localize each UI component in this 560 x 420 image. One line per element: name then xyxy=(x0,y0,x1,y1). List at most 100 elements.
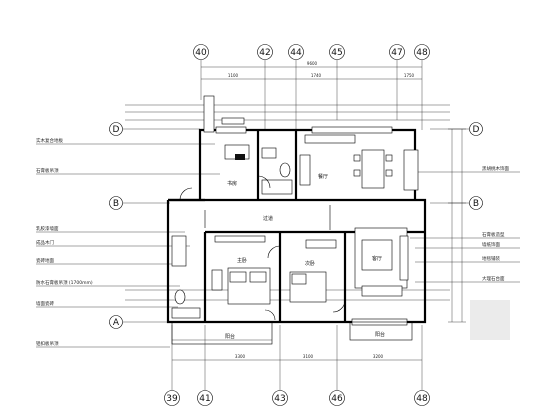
dimension-top-mid: 1740 xyxy=(311,73,322,78)
axis-label: 41 xyxy=(199,394,210,404)
kitchen-counter xyxy=(304,134,356,144)
corridor: 过道 xyxy=(204,205,331,230)
pillow xyxy=(291,273,307,285)
note-left-2: 石膏板吊顶 xyxy=(36,167,59,174)
axis-label: 48 xyxy=(416,394,428,404)
left-axis-bubbles: D B A xyxy=(109,122,123,329)
room-label-dining: 餐厅 xyxy=(318,173,328,180)
axis-bubble-top-48: 48 xyxy=(414,44,430,60)
master-bedroom: 主卧 xyxy=(211,235,271,305)
top-axis-lines xyxy=(200,60,423,130)
note-right-3: 墙纸饰面 xyxy=(482,241,500,248)
toilet xyxy=(279,162,291,178)
bathroom-top xyxy=(261,147,293,195)
left-notes: 实木复合地板 石膏板吊顶 乳胶漆墙面 成品木门 瓷砖地面 防水石膏板吊顶 (17… xyxy=(36,137,220,348)
dining-room: 餐厅 xyxy=(299,134,393,189)
nightstand xyxy=(211,269,223,291)
door-swings xyxy=(179,175,346,321)
washbasin xyxy=(171,307,201,319)
pillow xyxy=(229,271,247,283)
dimension-top-right: 1750 xyxy=(404,73,415,78)
axis-label: 44 xyxy=(290,48,302,58)
axis-bubble-bottom-48: 48 xyxy=(414,390,430,406)
watermark xyxy=(470,300,510,340)
axis-bubble-left-A: A xyxy=(109,315,123,329)
room-label-balcony-left: 阳台 xyxy=(225,333,235,340)
axis-bubble-top-45: 45 xyxy=(329,44,345,60)
dining-chair xyxy=(353,169,361,177)
toilet xyxy=(174,289,186,305)
pillow xyxy=(249,271,267,283)
axis-bubble-bottom-39: 39 xyxy=(164,390,180,406)
bottom-dimension-chain: 3300 3100 3200 xyxy=(172,354,422,361)
dimension-total: 9600 xyxy=(307,61,318,66)
axis-bubble-left-B: B xyxy=(109,196,123,210)
note-left-8: 铝扣板吊顶 xyxy=(36,340,59,347)
dining-table xyxy=(361,149,385,189)
axis-bubble-top-40: 40 xyxy=(193,44,209,60)
note-left-7: 墙面瓷砖 xyxy=(36,300,54,307)
axis-label: 40 xyxy=(195,48,207,58)
axis-bubble-bottom-41: 41 xyxy=(197,390,213,406)
note-right-4: 地毯铺装 xyxy=(482,255,500,262)
axis-bubble-top-47: 47 xyxy=(389,44,405,60)
top-axis-bubbles: 40 42 44 45 47 48 xyxy=(193,44,430,60)
axis-bubble-right-B: B xyxy=(469,196,483,210)
axis-bubble-bottom-43: 43 xyxy=(272,390,288,406)
dining-chair xyxy=(353,154,361,162)
axis-label: D xyxy=(473,125,480,135)
right-notes: 黑胡桃木饰面 石膏板造型 墙纸饰面 地毯铺装 大理石台面 xyxy=(405,165,520,283)
axis-label: 48 xyxy=(416,48,428,58)
dimension-bottom-1: 3300 xyxy=(235,354,246,359)
room-label-balcony-right: 阳台 xyxy=(375,331,385,338)
note-left-3: 乳胶漆墙面 xyxy=(36,225,59,232)
axis-label: 46 xyxy=(331,394,343,404)
dimension-bottom-2: 3100 xyxy=(303,354,314,359)
dining-chair xyxy=(385,154,393,162)
desk-chair xyxy=(235,154,245,160)
sofa-side xyxy=(399,235,409,281)
wardrobe xyxy=(305,239,337,249)
note-right-1: 黑胡桃木饰面 xyxy=(482,165,509,172)
room-label-corridor: 过道 xyxy=(263,215,273,222)
axis-bubble-bottom-46: 46 xyxy=(329,390,345,406)
axis-label: B xyxy=(113,199,119,209)
living-room: 客厅 xyxy=(354,227,409,297)
coffee-table xyxy=(361,239,393,271)
wall-cabinet xyxy=(221,117,245,125)
second-bedroom: 次卧 xyxy=(289,239,337,303)
top-dimension-chain: 9600 1100 1740 1750 xyxy=(201,61,422,80)
balcony-right: 阳台 xyxy=(349,321,413,341)
right-dimension-chain xyxy=(448,128,466,323)
dimension-top-left: 1100 xyxy=(228,73,239,78)
axis-label: D xyxy=(113,125,120,135)
axis-label: B xyxy=(473,199,479,209)
axis-label: 42 xyxy=(259,48,270,58)
right-axis-bubbles: D B xyxy=(469,122,483,210)
axis-label: 43 xyxy=(274,394,285,404)
axis-bubble-right-D: D xyxy=(469,122,483,136)
note-left-5: 瓷砖地面 xyxy=(36,257,54,264)
room-label-living: 客厅 xyxy=(372,255,382,262)
dimension-bottom-3: 3200 xyxy=(373,354,384,359)
shower-area xyxy=(261,179,293,195)
note-left-4: 成品木门 xyxy=(36,239,54,246)
room-label-second-bedroom: 次卧 xyxy=(305,260,315,267)
side-counter xyxy=(299,154,311,186)
axis-label: 47 xyxy=(391,48,402,58)
room-label-study: 书房 xyxy=(227,180,237,187)
axis-label: 45 xyxy=(331,48,342,58)
bookshelf xyxy=(203,95,215,133)
axis-label: A xyxy=(113,318,120,328)
axis-label: 39 xyxy=(166,394,178,404)
note-left-1: 实木复合地板 xyxy=(36,137,63,144)
wardrobe xyxy=(214,235,266,243)
washbasin xyxy=(261,147,277,159)
room-label-master-bedroom: 主卧 xyxy=(237,257,247,264)
note-right-2: 石膏板造型 xyxy=(482,231,505,238)
note-left-6: 防水石膏板吊顶 (1700mm) xyxy=(36,279,93,286)
bathtub xyxy=(171,235,187,267)
axis-bubble-top-44: 44 xyxy=(288,44,304,60)
note-right-5: 大理石台面 xyxy=(482,275,505,282)
